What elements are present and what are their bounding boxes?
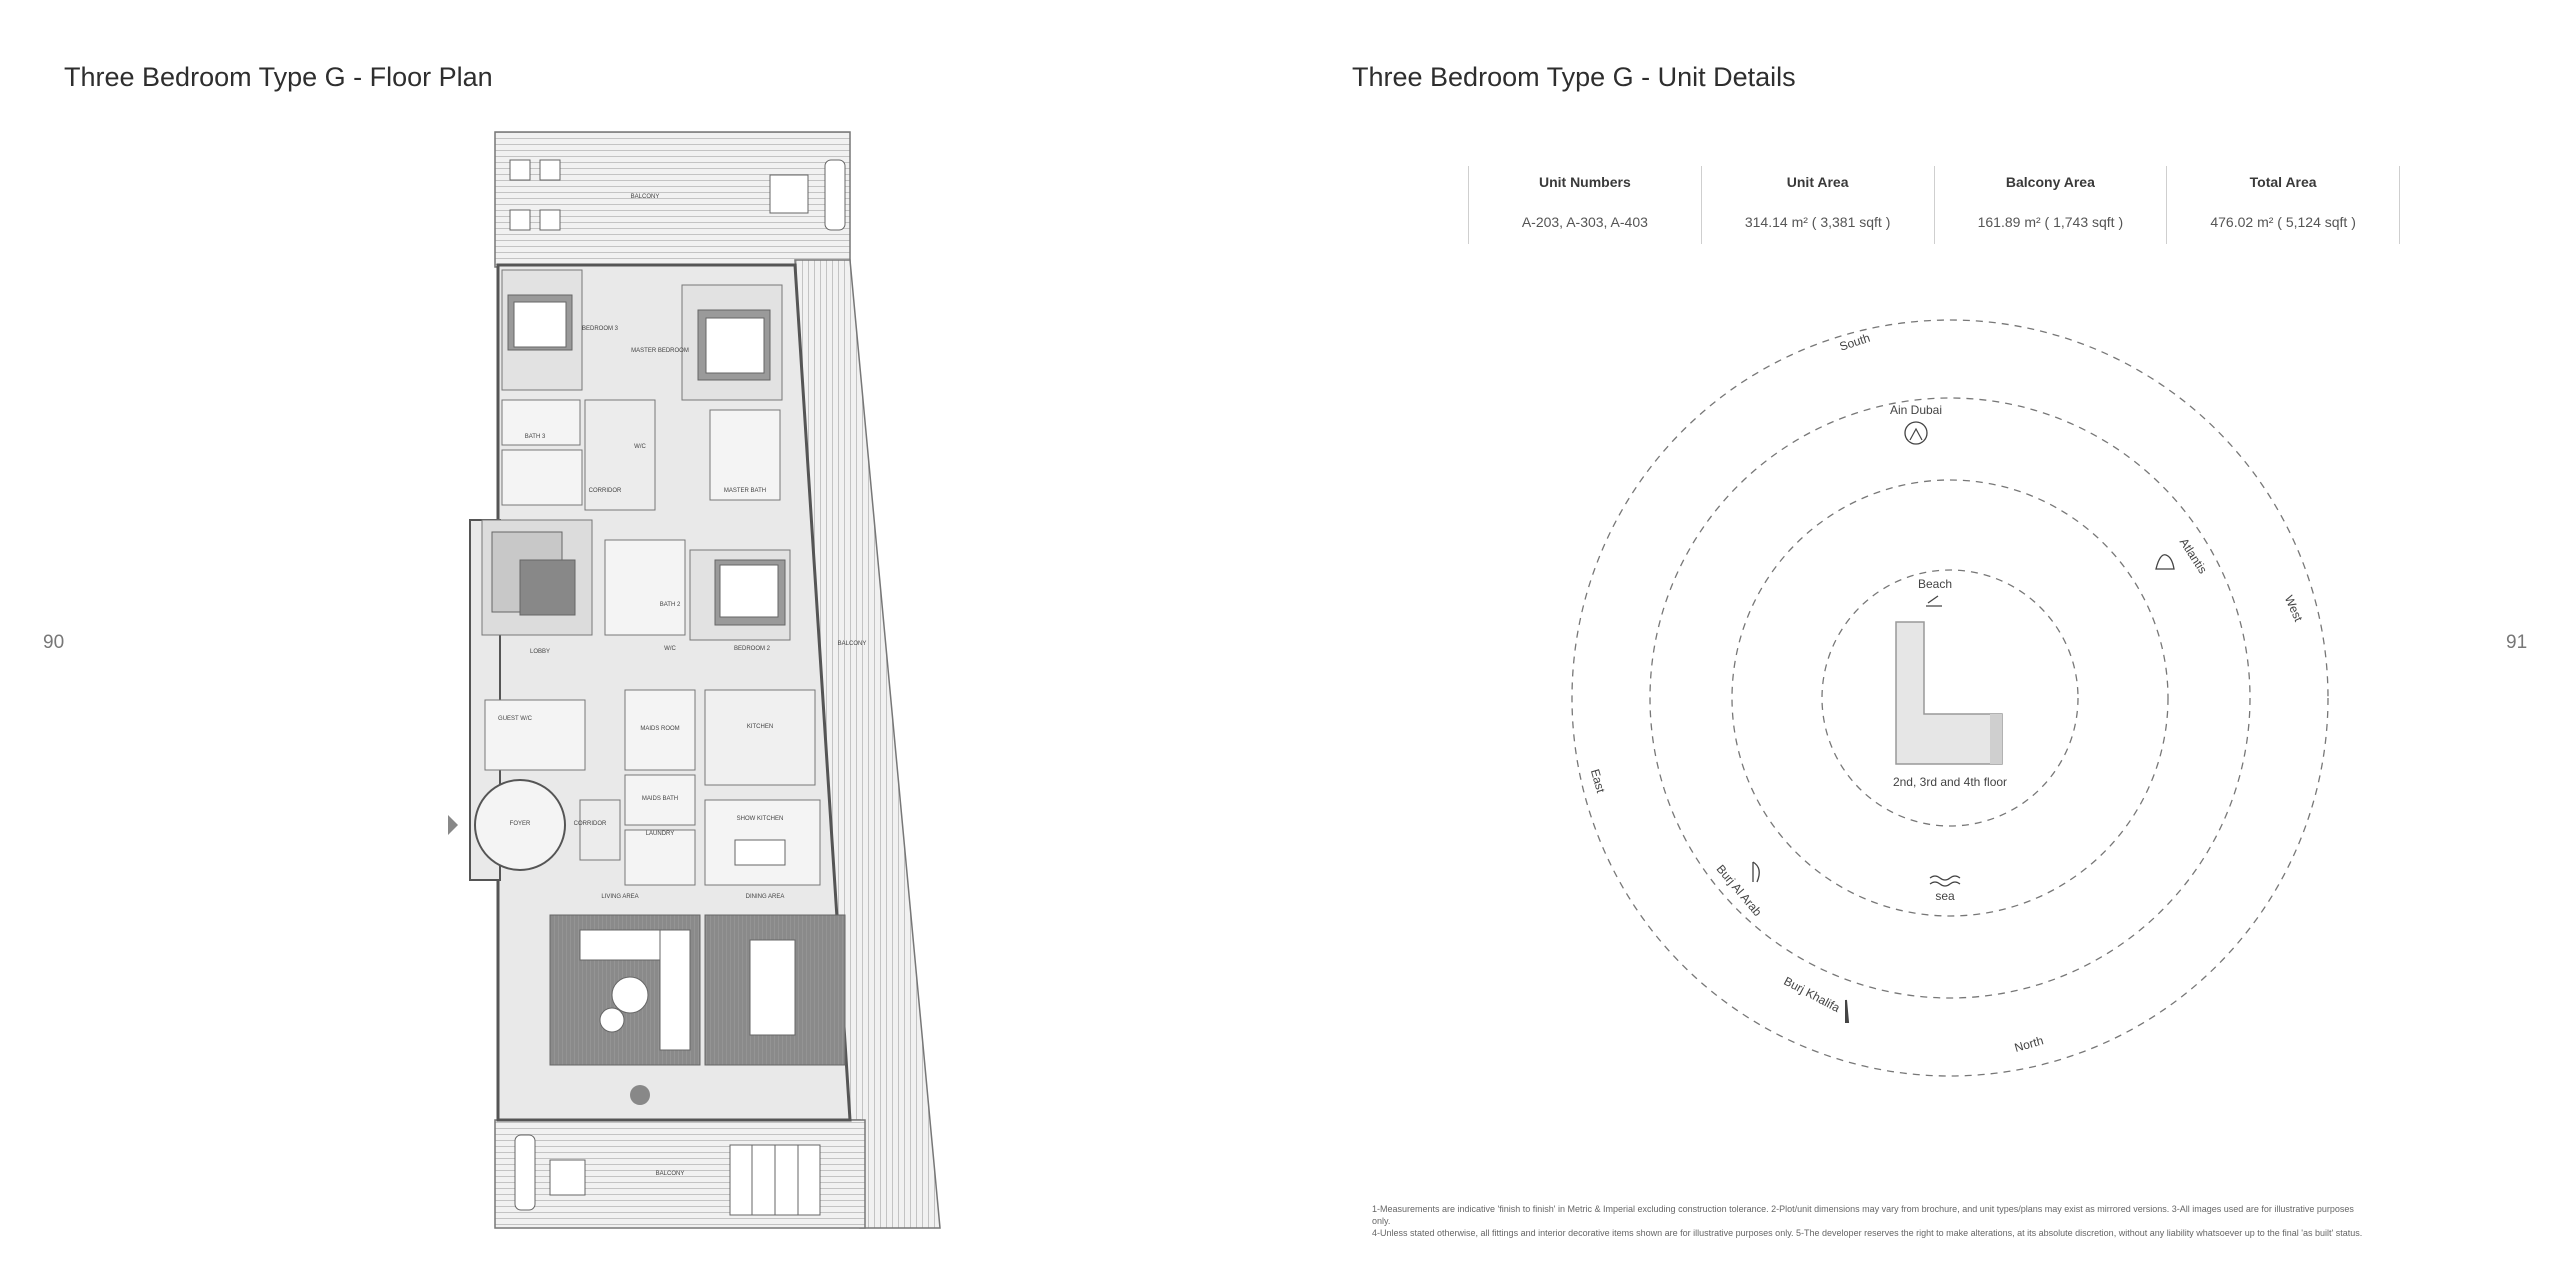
orientation-diagram: 2nd, 3rd and 4th floor Ain Dubai Beach A… (1571, 319, 2329, 1077)
total-area-header: Total Area (2249, 174, 2317, 190)
floor-label: 2nd, 3rd and 4th floor (1893, 775, 2007, 789)
ain-dubai-icon (1904, 421, 1928, 445)
unit-numbers-header: Unit Numbers (1538, 174, 1631, 190)
burj-khalifa-label: Burj Khalifa (1781, 974, 1842, 1015)
unit-numbers-column: Unit Numbers A-203, A-303, A-403 (1468, 166, 1701, 244)
label-show-kitchen: SHOW KITCHEN (737, 816, 784, 822)
label-dining-area: DINING AREA (746, 894, 785, 900)
label-balcony-bottom: BALCONY (656, 1171, 685, 1177)
label-laundry: LAUNDRY (646, 831, 675, 837)
total-area-value: 476.02 m² ( 5,124 sqft ) (2210, 214, 2356, 230)
building-footprint-icon (1895, 621, 2003, 765)
sea-label: sea (1935, 889, 1955, 903)
label-lobby: LOBBY (530, 649, 550, 655)
label-master-bedroom: MASTER BEDROOM (631, 348, 689, 354)
label-bath-3: BATH 3 (525, 434, 546, 440)
floor-plan-drawing: BALCONY BEDROOM 3 MASTER BEDROOM BATH 3 … (448, 131, 941, 1229)
label-balcony-side: BALCONY (838, 641, 867, 647)
direction-west: West (2282, 593, 2306, 624)
footnote-line-1: 1-Measurements are indicative 'finish to… (1372, 1204, 2354, 1226)
beach-chair-icon (1926, 595, 1942, 607)
label-living-area: LIVING AREA (601, 894, 638, 900)
burj-khalifa-icon (1845, 999, 1850, 1023)
balcony-area-column: Balcony Area 161.89 m² ( 1,743 sqft ) (1933, 166, 2167, 244)
label-maids-room: MAIDS ROOM (640, 726, 679, 732)
label-guest-wc: GUEST W/C (498, 716, 533, 722)
label-wic-1: W/C (634, 444, 646, 450)
atlantis-icon (2155, 554, 2175, 570)
label-bedroom-2: BEDROOM 2 (734, 646, 771, 652)
unit-details-title: Three Bedroom Type G - Unit Details (1352, 62, 1796, 92)
sea-waves-icon (1929, 875, 1961, 887)
total-area-column: Total Area 476.02 m² ( 5,124 sqft ) (2166, 166, 2400, 244)
label-bedroom-3: BEDROOM 3 (582, 326, 619, 332)
label-wic-2: W/C (664, 646, 676, 652)
unit-area-header: Unit Area (1786, 174, 1849, 190)
unit-area-column: Unit Area 314.14 m² ( 3,381 sqft ) (1700, 166, 1934, 244)
label-balcony-top: BALCONY (631, 194, 660, 200)
label-corridor-2: CORRIDOR (574, 821, 607, 827)
label-kitchen: KITCHEN (747, 724, 773, 730)
orbit-ring-inner (1821, 569, 2079, 827)
direction-south: South (1838, 331, 1872, 354)
label-corridor-1: CORRIDOR (589, 488, 622, 494)
label-maids-bath: MAIDS BATH (642, 796, 678, 802)
unit-area-value: 314.14 m² ( 3,381 sqft ) (1744, 214, 1891, 230)
label-bath-2: BATH 2 (660, 602, 681, 608)
balcony-area-value: 161.89 m² ( 1,743 sqft ) (1977, 214, 2124, 230)
orbit-ring-outer (1571, 319, 2329, 1077)
page-number-right: 91 (2506, 632, 2528, 653)
orbit-ring-2 (1731, 479, 2169, 917)
unit-details-table: Unit Numbers A-203, A-303, A-403 Unit Ar… (1468, 166, 2400, 244)
burj-al-arab-icon (1752, 861, 1760, 883)
label-master-bath: MASTER BATH (724, 488, 766, 494)
beach-label: Beach (1918, 577, 1952, 591)
atlantis-label: Atlantis (2177, 536, 2210, 577)
direction-north: North (2013, 1033, 2045, 1055)
balcony-area-header: Balcony Area (2005, 174, 2095, 190)
page-number-left: 90 (43, 632, 65, 653)
orbit-ring-3 (1649, 397, 2251, 999)
unit-numbers-value: A-203, A-303, A-403 (1521, 214, 1648, 230)
floor-plan-labels: BALCONY BEDROOM 3 MASTER BEDROOM BATH 3 … (498, 194, 866, 1177)
direction-east: East (1588, 767, 1608, 795)
ain-dubai-label: Ain Dubai (1890, 403, 1942, 417)
footnote-line-2: 4-Unless stated otherwise, all fittings … (1372, 1228, 2363, 1238)
floor-plan-title: Three Bedroom Type G - Floor Plan (64, 62, 493, 92)
label-foyer: FOYER (510, 821, 531, 827)
footnote: 1-Measurements are indicative 'finish to… (1372, 1203, 2372, 1239)
